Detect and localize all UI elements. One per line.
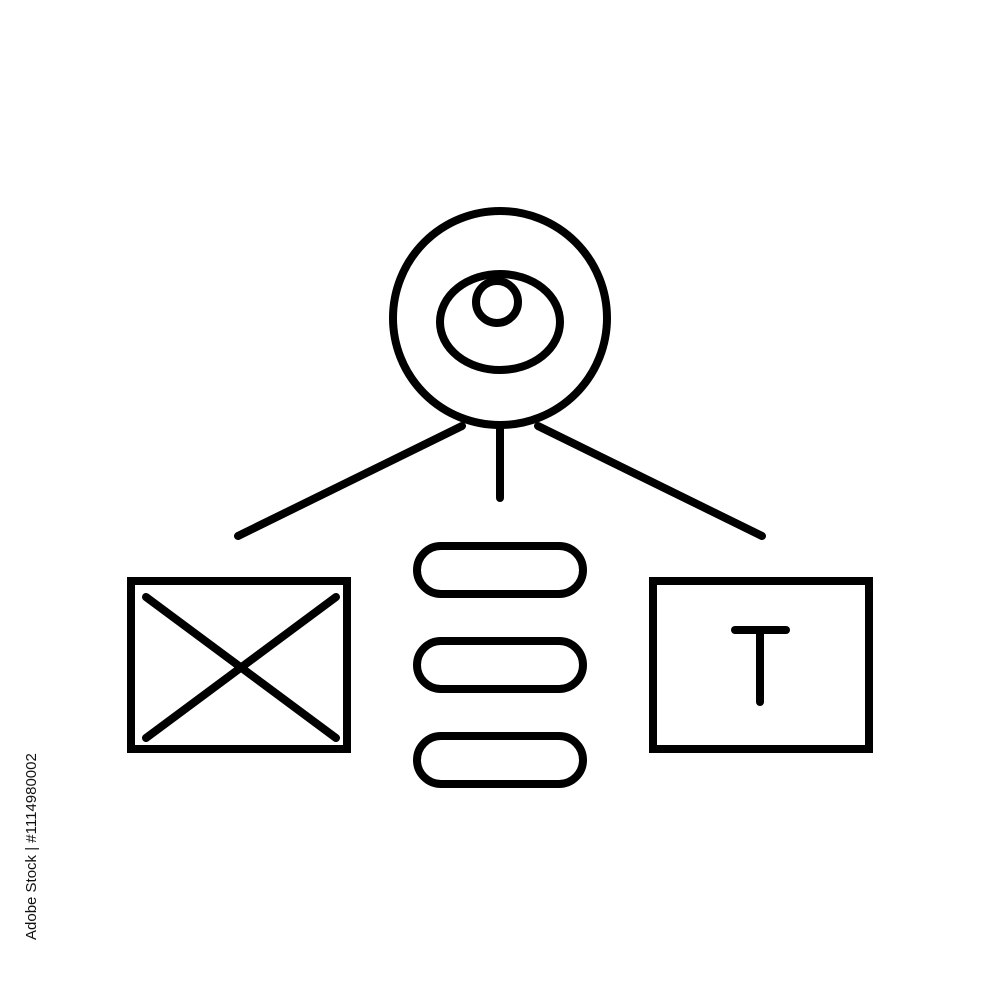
connector-left xyxy=(234,422,466,540)
pupil-icon xyxy=(472,277,522,327)
eye-icon xyxy=(436,270,564,374)
text-frame xyxy=(649,577,873,753)
list-item-pill-1 xyxy=(413,542,587,598)
outer-circle xyxy=(389,207,611,429)
list-block xyxy=(413,542,587,788)
image-frame xyxy=(127,577,351,753)
image-cross-line-2 xyxy=(142,593,340,742)
connector-lines xyxy=(234,422,766,540)
eye-node xyxy=(389,207,611,429)
list-item-pill-2 xyxy=(413,637,587,693)
text-placeholder-block xyxy=(649,577,873,753)
stock-id-watermark: Adobe Stock | #1114980002 xyxy=(23,753,40,940)
connector-right xyxy=(534,422,766,540)
list-item-pill-3 xyxy=(413,732,587,788)
image-placeholder-block xyxy=(127,577,351,753)
